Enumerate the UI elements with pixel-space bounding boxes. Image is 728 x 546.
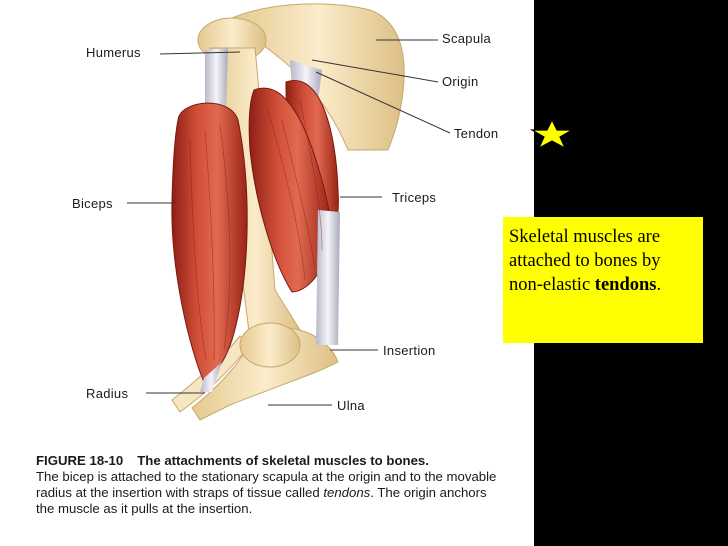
biceps-upper-tendon	[205, 48, 228, 112]
caption-emphasis: tendons	[323, 485, 371, 500]
ulna-bone	[191, 326, 339, 421]
figure-title: The attachments of skeletal muscles to b…	[137, 453, 429, 468]
note-bold-word: tendons	[594, 275, 657, 295]
leader-lines	[127, 39, 451, 406]
label-triceps: Triceps	[392, 190, 437, 205]
muscle-fibers	[189, 99, 323, 361]
label-scapula: Scapula	[442, 31, 492, 46]
figure-number: FIGURE 18-10	[36, 453, 124, 468]
label-biceps: Biceps	[72, 196, 113, 211]
label-radius: Radius	[86, 386, 129, 401]
label-tendon: Tendon	[454, 126, 499, 141]
label-ulna: Ulna	[337, 398, 365, 413]
note-text: Skeletal muscles are attached to bones b…	[509, 227, 661, 295]
caption-text-1: The bicep is attached to the stationary …	[36, 469, 497, 500]
elbow-joint	[239, 322, 301, 368]
star-icon	[530, 118, 574, 150]
label-insertion: Insertion	[383, 343, 436, 358]
figure-caption: FIGURE 18-10 The attachments of skeletal …	[36, 453, 506, 517]
label-origin: Origin	[442, 74, 479, 89]
note-period: .	[656, 275, 662, 295]
arm-anatomy-illustration	[127, 3, 451, 421]
biceps-lower-tendon	[200, 362, 222, 392]
figure-panel: Humerus Scapula Origin Tendon Biceps Tri…	[0, 0, 534, 546]
triceps-insertion-tendon	[316, 210, 340, 345]
note-box: Skeletal muscles are attached to bones b…	[503, 217, 703, 343]
label-humerus: Humerus	[86, 45, 141, 60]
caption-text-2: . The origin anchors the muscle as it pu…	[36, 485, 487, 516]
